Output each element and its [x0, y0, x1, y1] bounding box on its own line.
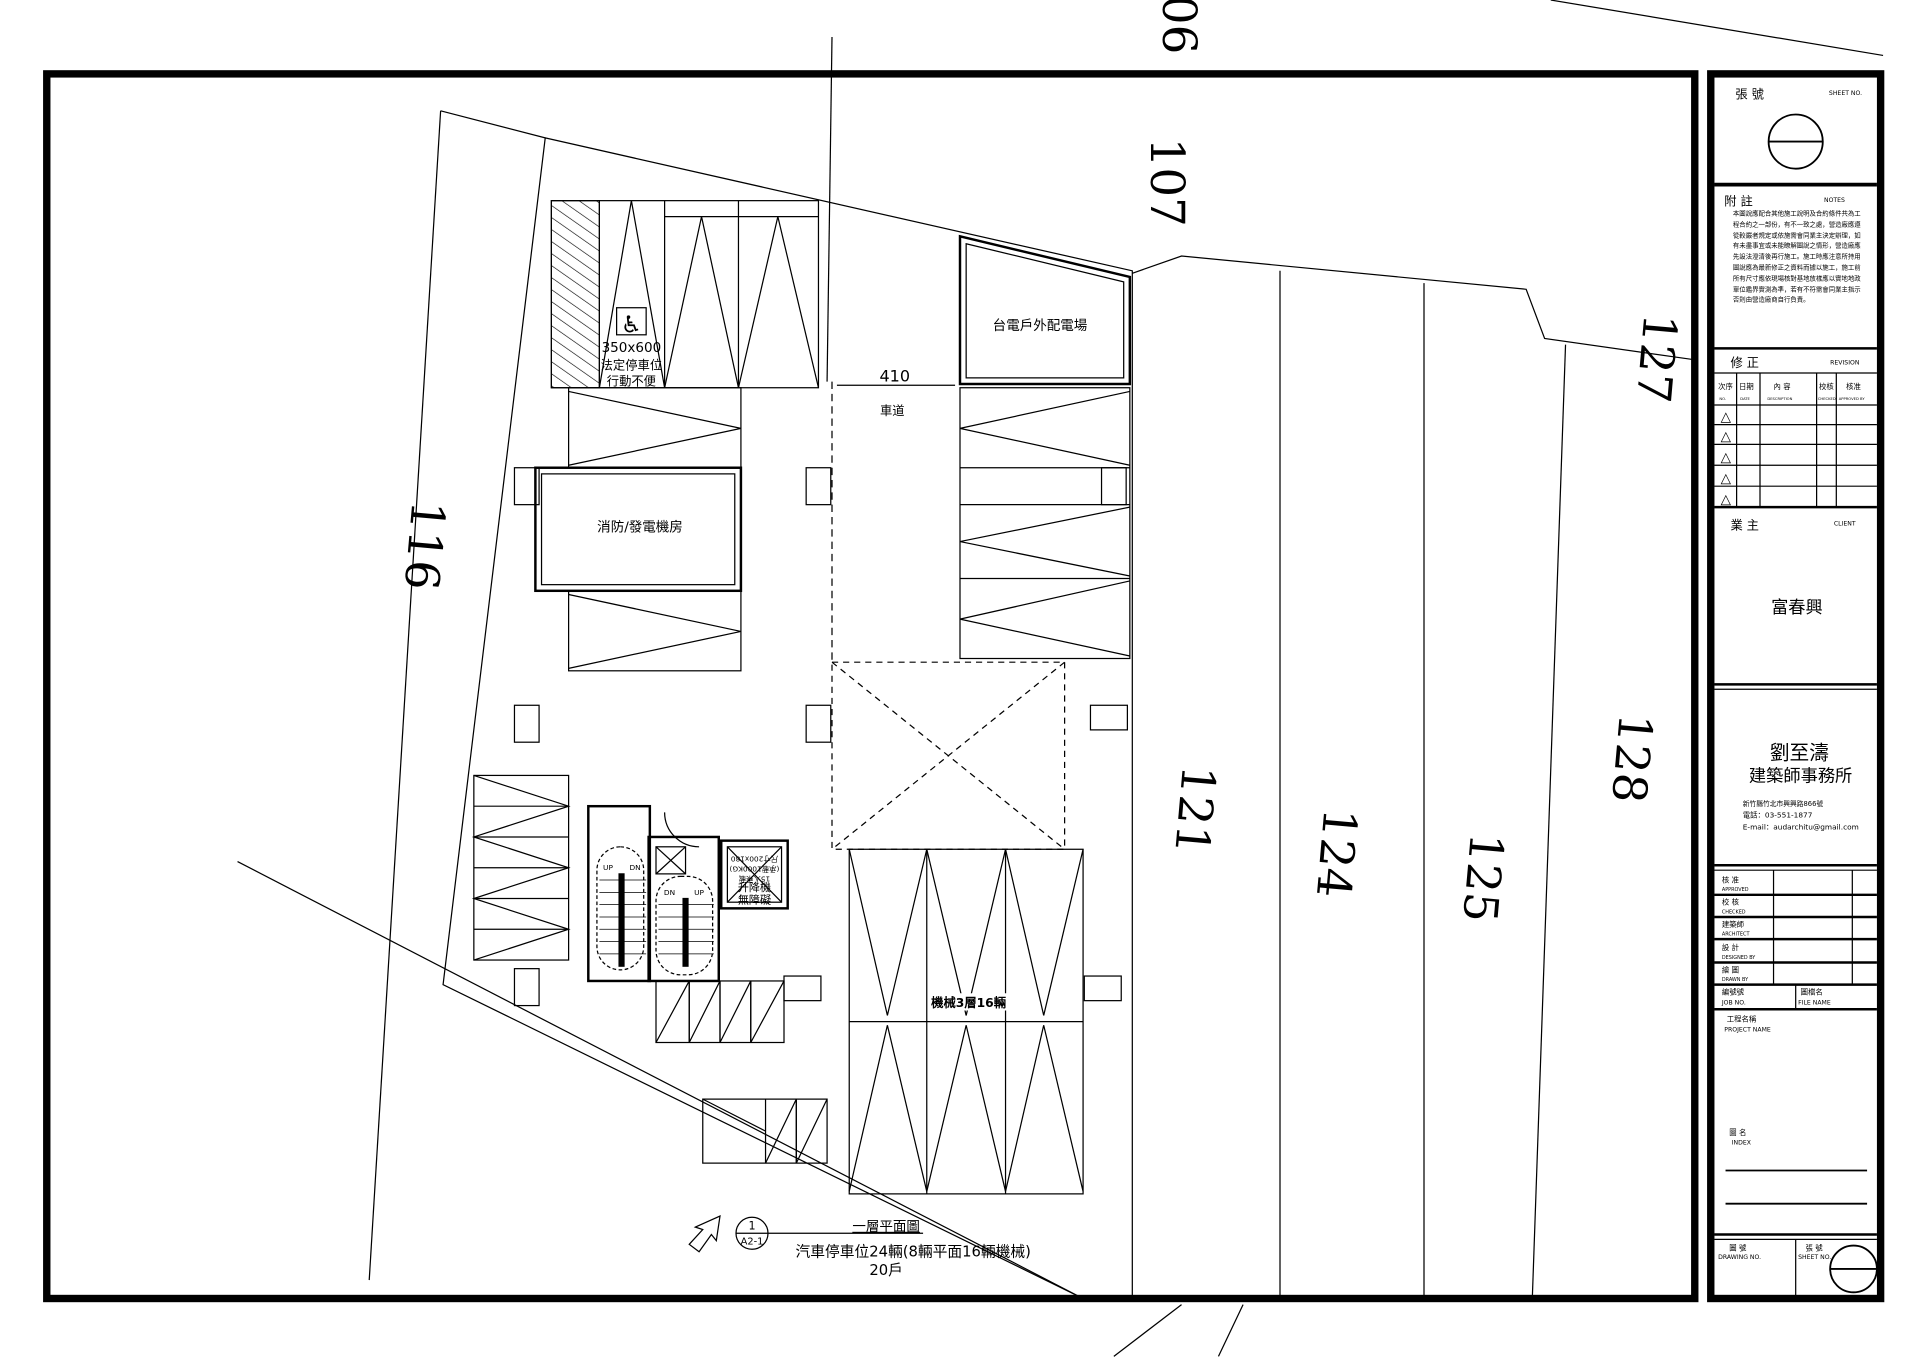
sign-designed: 設 計 [1722, 943, 1740, 952]
stair-label-up: UP [603, 863, 613, 872]
lot-121: 121 [1163, 763, 1225, 857]
rev-header-date: 日期 [1739, 382, 1754, 391]
rev-header-approved: 核准 [1846, 382, 1861, 391]
rev-header-desc-en: DESCRIPTION [1767, 397, 1792, 401]
structural-columns [513, 467, 1128, 1007]
project-name-zh: 工程名稱 [1727, 1015, 1757, 1024]
notes-en: NOTES [1824, 197, 1845, 204]
drawing-no-zh: 圖 號 [1729, 1243, 1747, 1252]
lot-124: 124 [1305, 806, 1367, 900]
stair-label-dn-2: DN [664, 888, 675, 897]
lot-107: 107 [1139, 138, 1193, 227]
sheet-no2-zh: 張 號 [1806, 1243, 1824, 1252]
plan-units: 20戶 [869, 1262, 903, 1279]
sign-approved-en: APPROVED [1722, 887, 1749, 893]
ref-sheet: A2-1 [741, 1236, 764, 1247]
parking-column-left [534, 387, 743, 672]
rev-header-checked: 校核 [1819, 382, 1834, 391]
elevator-spec-2: (承載1000KG) [729, 865, 779, 874]
plan-title: 一層平面圖 [852, 1219, 920, 1235]
north-arrow-icon [688, 1215, 721, 1253]
sign-approved: 核 准 [1722, 875, 1740, 884]
sheet-no-en: SHEET NO. [1829, 90, 1862, 97]
stair-label-up-2: UP [694, 888, 704, 897]
firm-phone: 電話：03-551-1877 [1743, 810, 1813, 819]
sign-drawn: 繪 圖 [1722, 965, 1739, 974]
firm-address: 新竹縣竹北市興興路866號 [1743, 799, 1824, 808]
project-name-en: PROJECT NAME [1724, 1026, 1771, 1033]
wheelchair-icon [616, 307, 647, 336]
accessible-stall-line1: 法定停車位 [601, 357, 663, 372]
firm-name-1: 劉至濤 [1770, 741, 1829, 764]
firm-email: E-mail：audarchitu@gmail.com [1743, 823, 1859, 832]
sign-architect-en: ARCHITECT [1722, 931, 1751, 937]
lot-06: 06 [1151, 0, 1205, 54]
stair-core [587, 804, 789, 983]
elevator-label-1: 升降機 [738, 880, 771, 894]
generator-room-label: 消防/發電機房 [597, 520, 683, 536]
sign-checked: 校 核 [1722, 898, 1740, 907]
job-no-en: JOB NO. [1721, 999, 1746, 1006]
plan-parking-summary: 汽車停車位24輛(8輛平面16輛機械) [796, 1244, 1031, 1261]
accessible-stall-size: 350x600 [602, 340, 662, 356]
rev-row-3: △ [1721, 450, 1732, 466]
ref-number: 1 [748, 1220, 755, 1233]
lot-125: 125 [1451, 831, 1513, 925]
client-en: CLIENT [1834, 521, 1856, 528]
rev-header-no-en: NO. [1719, 397, 1726, 401]
mechanical-parking [848, 848, 1084, 1195]
void-opening [831, 661, 1066, 850]
title-block-frame [1707, 70, 1885, 1303]
client-name: 富春興 [1771, 598, 1823, 618]
sign-checked-en: CHECKED [1722, 909, 1746, 915]
revision-zh: 修 正 [1730, 355, 1759, 370]
job-no-zh: 編號號 [1722, 987, 1745, 996]
rev-row-5: △ [1721, 491, 1732, 507]
elevator-label-2: 無障礙 [738, 892, 771, 906]
firm-name-2: 建築師事務所 [1749, 767, 1852, 787]
notes-text: 本圖說應配合其他施工說明及合約條件共為工程合約之一部份，有不一致之處，營造廠應遵… [1732, 210, 1861, 305]
rev-row-4: △ [1721, 470, 1732, 486]
parking-row-top [550, 200, 820, 389]
parcel-lines [237, 0, 1884, 1357]
file-name-en: FILE NAME [1798, 999, 1831, 1006]
file-name-zh: 圖檔名 [1801, 987, 1823, 996]
sheet-no2-en: SHEET NO. [1798, 1254, 1831, 1261]
index-en: INDEX [1732, 1140, 1752, 1147]
sign-architect: 建築師 [1722, 920, 1745, 929]
stair-label-dn: DN [629, 863, 640, 872]
drawing-no-en: DRAWING NO. [1718, 1254, 1761, 1261]
driveway-label: 車道 [880, 404, 905, 418]
revision-en: REVISION [1830, 359, 1859, 366]
wheelchair-glyph: ♿ [621, 310, 642, 338]
sheet-no-zh: 張 號 [1735, 87, 1764, 102]
client-zh: 業 主 [1730, 517, 1759, 532]
notes-zh: 附 註 [1724, 195, 1753, 209]
parking-column-right [958, 234, 1132, 660]
mechanical-parking-label: 機械3層16輛 [931, 995, 1006, 1010]
rev-header-approved-en: APPROVED BY [1839, 397, 1866, 401]
accessible-stall-line2: 行動不便 [607, 374, 656, 388]
index-zh: 圖 名 [1729, 1128, 1746, 1137]
power-room-label: 台電戶外配電場 [993, 318, 1088, 334]
sign-designed-en: DESIGNED BY [1722, 955, 1755, 961]
elevator-spec-1: 15人乘載 [738, 874, 770, 883]
lot-128: 128 [1600, 711, 1662, 805]
driveway-width: 410 [879, 367, 910, 386]
lot-127: 127 [1625, 311, 1687, 405]
lot-116: 116 [393, 499, 455, 593]
driveway [831, 381, 956, 663]
rev-row-2: △ [1721, 429, 1732, 445]
drawing-frame [43, 70, 1699, 1303]
rev-header-no: 次序 [1718, 382, 1733, 391]
rev-header-date-en: DATE [1740, 397, 1750, 401]
building-outline [442, 137, 1133, 1300]
title-block [1714, 113, 1878, 1299]
sign-drawn-en: DRAWN BY [1722, 977, 1748, 983]
rev-row-1: △ [1721, 409, 1732, 425]
rev-header-checked-en: CHECKED [1818, 397, 1836, 401]
rev-header-desc: 內 容 [1774, 382, 1792, 391]
elevator-spec-3: 尺寸200x180 [731, 855, 779, 864]
